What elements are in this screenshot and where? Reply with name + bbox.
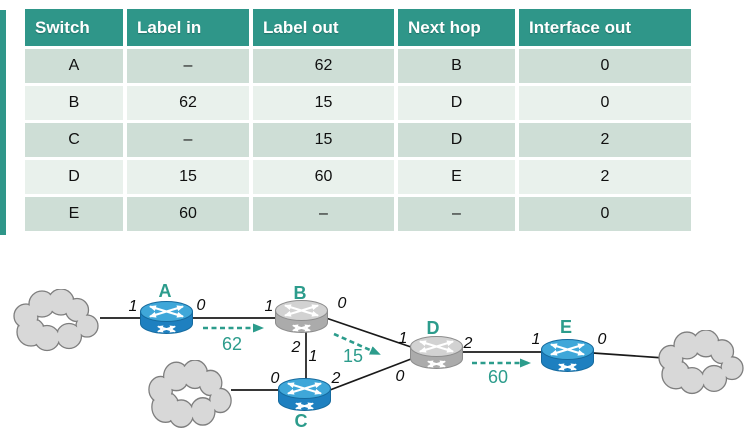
cell-switch: C — [25, 123, 123, 157]
cell-interface-out: 0 — [519, 86, 691, 120]
label-forwarding-table: Switch Label in Label out Next hop Inter… — [21, 6, 695, 234]
cell-next-hop: E — [398, 160, 515, 194]
col-header-next-hop: Next hop — [398, 9, 515, 46]
table-row-b: B 62 15 D 0 — [25, 86, 691, 120]
cell-label-in: 62 — [127, 86, 249, 120]
iface-b-down: 2 — [291, 339, 301, 356]
cell-next-hop: B — [398, 49, 515, 83]
cell-switch: A — [25, 49, 123, 83]
cell-next-hop: – — [398, 197, 515, 231]
iface-c-left: 0 — [271, 370, 280, 387]
cell-label-in: 60 — [127, 197, 249, 231]
table-row-d: D 15 60 E 2 — [25, 160, 691, 194]
node-label-d: D — [427, 318, 440, 338]
col-header-interface-out: Interface out — [519, 9, 691, 46]
iface-c-right: 2 — [331, 370, 341, 387]
table-row-c: C – 15 D 2 — [25, 123, 691, 157]
col-header-label-out: Label out — [253, 9, 394, 46]
cell-switch: B — [25, 86, 123, 120]
iface-b-left: 1 — [265, 298, 274, 315]
iface-c-up: 1 — [309, 348, 318, 365]
col-header-switch: Switch — [25, 9, 123, 46]
router-d-icon — [411, 337, 463, 369]
table-row-e: E 60 – – 0 — [25, 197, 691, 231]
node-label-e: E — [560, 317, 572, 337]
iface-a-left: 1 — [129, 298, 138, 315]
cell-switch: D — [25, 160, 123, 194]
table-edge-accent — [0, 10, 6, 235]
network-cloud-right — [658, 330, 744, 395]
node-label-a: A — [159, 281, 172, 301]
router-c-icon — [279, 379, 331, 411]
cell-interface-out: 0 — [519, 197, 691, 231]
cell-interface-out: 2 — [519, 160, 691, 194]
iface-d-right: 2 — [463, 335, 473, 352]
cell-label-out: – — [253, 197, 394, 231]
iface-a-right: 0 — [197, 297, 206, 314]
table-header-row: Switch Label in Label out Next hop Inter… — [25, 9, 691, 46]
iface-e-left: 1 — [532, 331, 541, 348]
iface-e-right: 0 — [598, 331, 607, 348]
cell-next-hop: D — [398, 86, 515, 120]
router-e-icon — [542, 340, 594, 372]
cell-interface-out: 0 — [519, 49, 691, 83]
link-e-cloud — [592, 352, 665, 359]
node-label-b: B — [294, 283, 307, 303]
network-cloud-middle — [148, 360, 232, 428]
cell-label-in: – — [127, 49, 249, 83]
flow-label-60: 60 — [488, 367, 508, 387]
cell-label-in: 15 — [127, 160, 249, 194]
cell-label-out: 60 — [253, 160, 394, 194]
cell-label-out: 15 — [253, 86, 394, 120]
col-header-label-in: Label in — [127, 9, 249, 46]
flow-label-15: 15 — [343, 346, 363, 366]
flow-label-62: 62 — [222, 334, 242, 354]
link-c-d — [329, 358, 412, 391]
cell-switch: E — [25, 197, 123, 231]
cell-label-in: – — [127, 123, 249, 157]
router-a-icon — [141, 302, 193, 334]
table-row-a: A – 62 B 0 — [25, 49, 691, 83]
cell-label-out: 15 — [253, 123, 394, 157]
iface-b-right: 0 — [338, 295, 347, 312]
cell-next-hop: D — [398, 123, 515, 157]
iface-d-upleft: 1 — [399, 330, 408, 347]
iface-d-downleft: 0 — [396, 368, 405, 385]
node-label-c: C — [295, 411, 308, 431]
cell-interface-out: 2 — [519, 123, 691, 157]
cell-label-out: 62 — [253, 49, 394, 83]
router-b-icon — [276, 301, 328, 333]
network-cloud-left — [13, 289, 99, 352]
link-b-d — [325, 317, 412, 348]
